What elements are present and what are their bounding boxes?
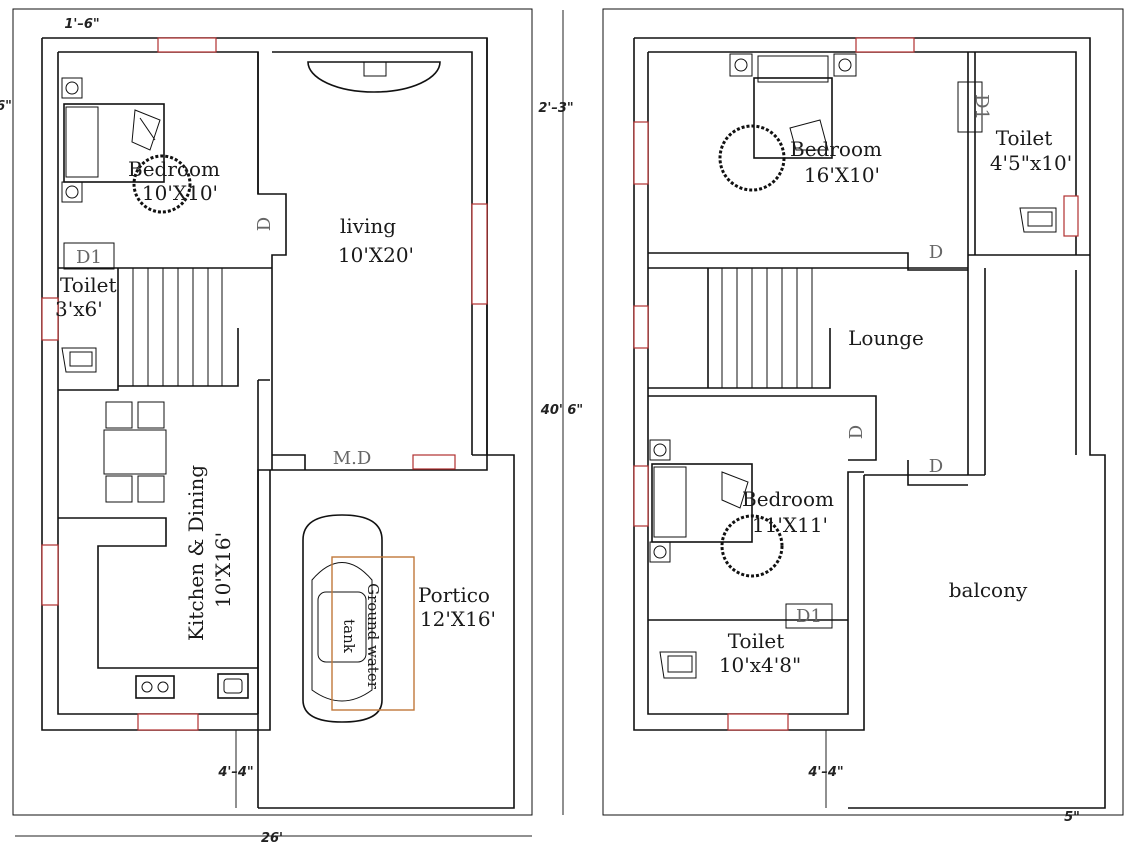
door-tag-bedroom: D [254, 217, 275, 231]
bed-first-1 [718, 53, 857, 192]
window-first-top [855, 37, 915, 53]
window-bedroom-top [157, 37, 217, 53]
window-first-bottom [727, 713, 789, 731]
stove [135, 675, 175, 699]
water-tank-label-2: tank [340, 619, 358, 654]
plot-boundary-right [602, 8, 1124, 816]
lounge-label: Lounge [848, 326, 924, 350]
bed-ground [61, 77, 192, 214]
water-tank-label: Ground water [364, 583, 382, 690]
bedroom1-label: Bedroom [790, 137, 882, 161]
wc-first-1 [1019, 207, 1057, 233]
dim-right-offset: 2'–3" [538, 101, 573, 116]
door-tag-d1-ground: D1 [76, 247, 102, 268]
door-tag-bedroom1: D [929, 242, 943, 263]
window-toilet1 [1063, 195, 1079, 237]
ground-floor-plan: Bedroom 10'X10' living 10'X20' Toilet 3'… [0, 8, 583, 846]
portico-size: 12'X16' [420, 607, 496, 631]
plot-boundary-left [12, 8, 533, 816]
inner-walls-first [647, 51, 1090, 715]
bedroom2-size: 11'X11' [752, 513, 828, 537]
wc-ground [61, 347, 97, 373]
living-label: living [340, 214, 396, 238]
dim-first-corner: 5" [1064, 810, 1080, 825]
window-first-left-1 [633, 121, 649, 185]
kitchen-label: Kitchen & Dining [184, 465, 208, 641]
door-tag-balcony: D [929, 456, 943, 477]
staircase-ground [132, 268, 223, 386]
staircase-first [721, 268, 813, 388]
dim-overall-depth: 40' 6" [540, 403, 583, 418]
window-portico [412, 454, 456, 470]
bedroom1-size: 16'X10' [804, 163, 880, 187]
balcony-label: balcony [949, 578, 1028, 602]
dim-top-offset: 1'–6" [64, 17, 99, 32]
window-first-left-2 [633, 305, 649, 349]
car-symbol [302, 514, 383, 723]
kitchen-size: 10'X16' [211, 532, 235, 608]
outer-walls-ground [41, 37, 488, 808]
toilet-label: Toilet [60, 273, 117, 297]
main-door-tag: M.D [333, 448, 372, 469]
window-toilet-left [41, 297, 59, 341]
door-d1-box-ground [63, 242, 115, 270]
bed-first-2 [649, 439, 784, 578]
toilet1-label: Toilet [996, 126, 1053, 150]
dim-overall-width: 26' [261, 831, 283, 846]
dim-left-offset: 6" [0, 99, 12, 114]
bedroom-size: 10'X10' [142, 181, 218, 205]
door-d1-box-toilet2 [785, 603, 833, 629]
tv-unit [307, 61, 441, 93]
first-floor-plan: Bedroom 16'X10' Toilet 4'5"x10' Lounge B… [602, 8, 1124, 825]
toilet2-label: Toilet [728, 629, 785, 653]
window-living-right [471, 203, 488, 305]
toilet2-size: 10'x4'8" [719, 653, 801, 677]
door-tag-d1-toilet2: D1 [796, 606, 822, 627]
inner-walls-ground [58, 38, 515, 809]
dining-set [103, 401, 167, 503]
bedroom2-label: Bedroom [742, 487, 834, 511]
door-tag-d1-toilet1: D1 [971, 94, 992, 120]
toilet-size: 3'x6' [55, 297, 103, 321]
portico-label: Portico [418, 583, 490, 607]
toilet1-size: 4'5"x10' [990, 151, 1072, 175]
window-kitchen-left [41, 544, 59, 606]
dim-first-bottom-gap: 4'–4" [807, 765, 843, 780]
window-kitchen-bottom [137, 713, 199, 731]
living-size: 10'X20' [338, 243, 414, 267]
water-tank-outline [331, 556, 415, 711]
door-tag-bedroom2: D [846, 425, 867, 439]
sink [217, 673, 249, 699]
window-first-left-3 [633, 465, 649, 527]
wc-first-2 [659, 651, 697, 679]
bedroom-label: Bedroom [128, 157, 220, 181]
door-d1-box-toilet1 [957, 81, 983, 133]
